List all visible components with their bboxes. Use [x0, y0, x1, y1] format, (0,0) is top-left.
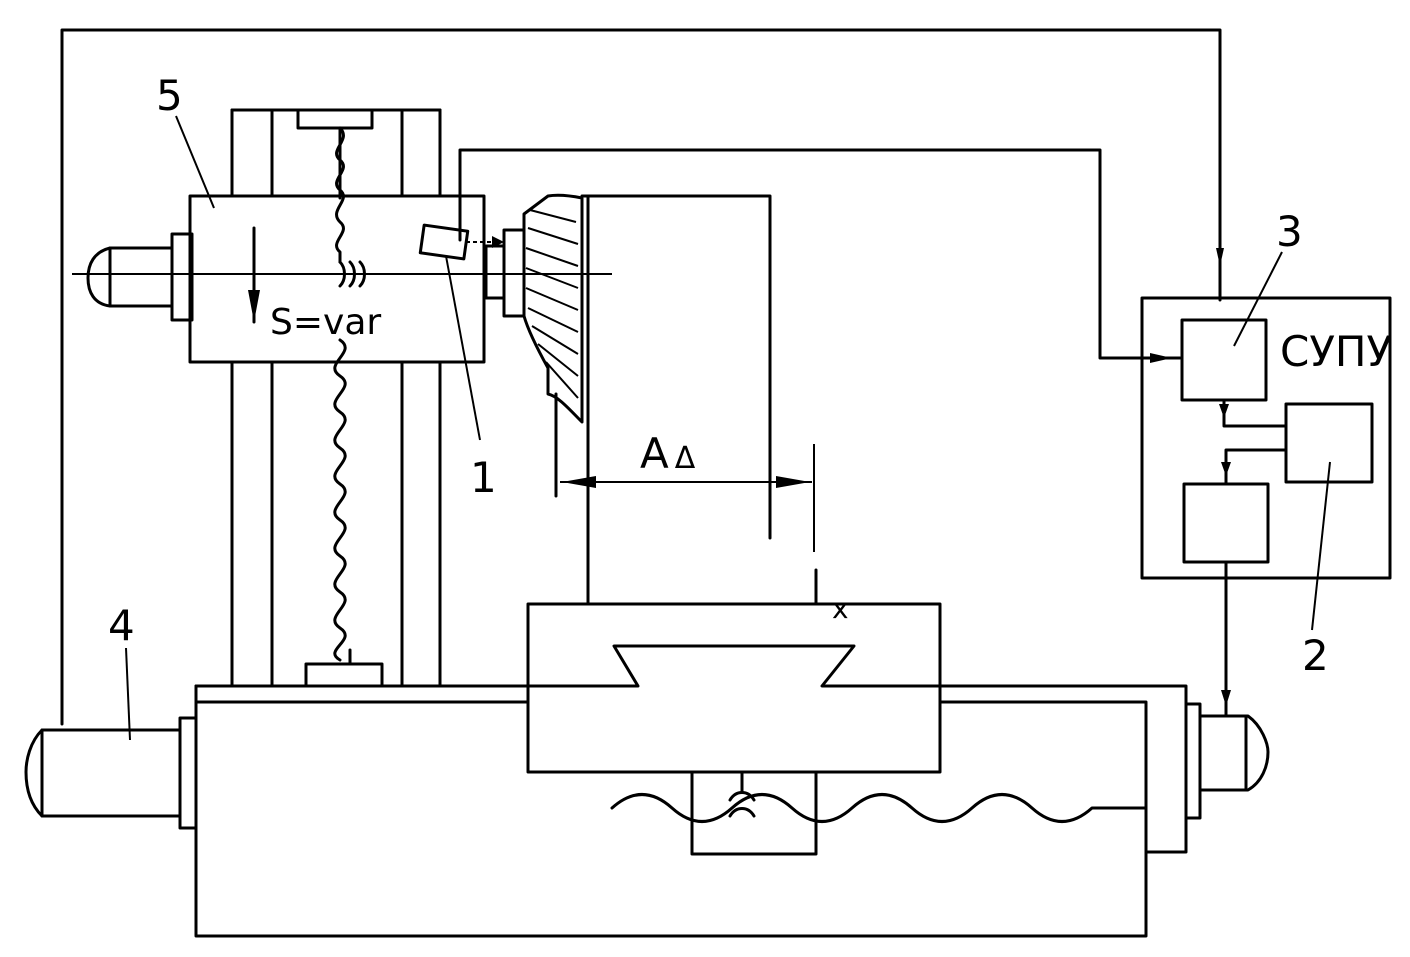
label-2: 2 [1302, 631, 1329, 680]
leader-4 [125, 647, 131, 741]
axis-break-mark [338, 260, 366, 288]
leader-5 [175, 115, 215, 209]
block-lower [1182, 482, 1270, 564]
feed-formula-label: S=var [270, 302, 381, 343]
feed-arrow-head [248, 290, 260, 322]
leader-2 [1311, 461, 1331, 631]
arrow-into-block-3-left [1150, 353, 1172, 363]
control-system-label: СУПУ [1280, 327, 1392, 376]
label-4: 4 [108, 601, 135, 650]
machine-table [526, 602, 942, 774]
sensor-1 [418, 223, 470, 261]
link-2-to-lower [1224, 448, 1288, 486]
dovetail-guide [526, 644, 942, 688]
leader-3 [1233, 251, 1283, 347]
feedback-wire-drive-4 [60, 28, 1222, 726]
spindle-head [188, 194, 486, 364]
vertical-screw-lower [333, 338, 347, 662]
workpiece-fixture [580, 194, 818, 606]
arrow-3-to-2 [1219, 404, 1229, 418]
vertical-screw-upper [335, 126, 345, 264]
vertical-column [230, 108, 442, 688]
arrow-into-motor [1221, 690, 1231, 706]
block-2 [1284, 402, 1374, 484]
horizontal-lead-screw [610, 793, 1148, 823]
nut-hook [728, 770, 756, 818]
drive-motor-right [1184, 702, 1270, 820]
gear-cutter [522, 193, 584, 498]
spindle-motor-left [86, 232, 194, 322]
block-3 [1180, 318, 1268, 402]
label-1: 1 [470, 453, 497, 502]
label-3: 3 [1276, 207, 1303, 256]
workpiece-mark: x [832, 592, 849, 625]
link-3-to-2 [1222, 398, 1288, 428]
arrow-into-block-3-top [1216, 248, 1224, 266]
leader-1 [445, 255, 481, 441]
drive-motor-4 [24, 716, 198, 830]
dimension-a-delta [560, 476, 812, 488]
table-nut [690, 770, 818, 856]
arrow-into-lower-block [1221, 462, 1231, 476]
control-system-frame [1140, 296, 1392, 580]
label-5: 5 [156, 71, 183, 120]
sensor-wire [458, 148, 1182, 360]
